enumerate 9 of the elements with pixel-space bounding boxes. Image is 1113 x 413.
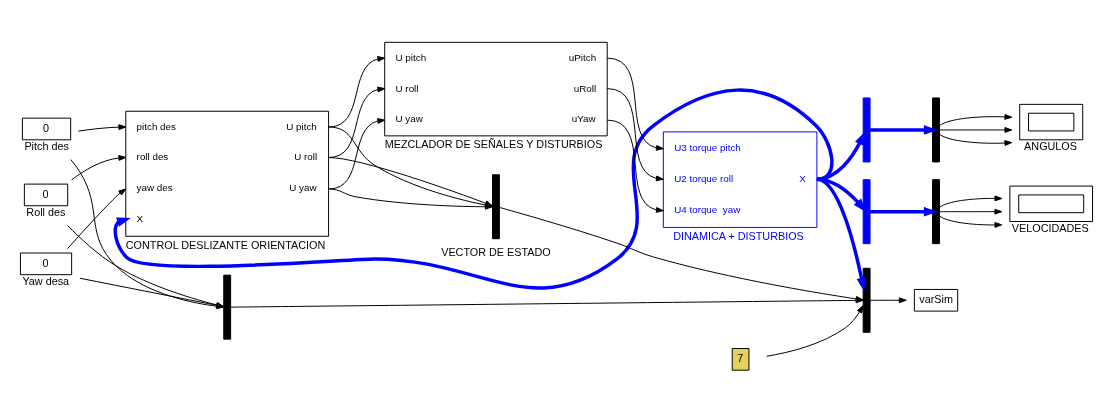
node-label: DINAMICA + DISTURBIOS [673, 230, 804, 243]
node-label: Roll des [26, 206, 66, 219]
edge-label: VECTOR DE ESTADO [441, 245, 551, 258]
node-label: VELOCIDADES [1011, 222, 1089, 235]
node-label: MEZCLADOR DE SEÑALES Y DISTURBIOS [384, 138, 603, 151]
node-label: Pitch des [24, 140, 69, 153]
node-label: CONTROL DESLIZANTE ORIENTACION [125, 238, 326, 251]
node-label: ANGULOS [1024, 140, 1078, 153]
node-label: Yaw desa [22, 275, 70, 288]
